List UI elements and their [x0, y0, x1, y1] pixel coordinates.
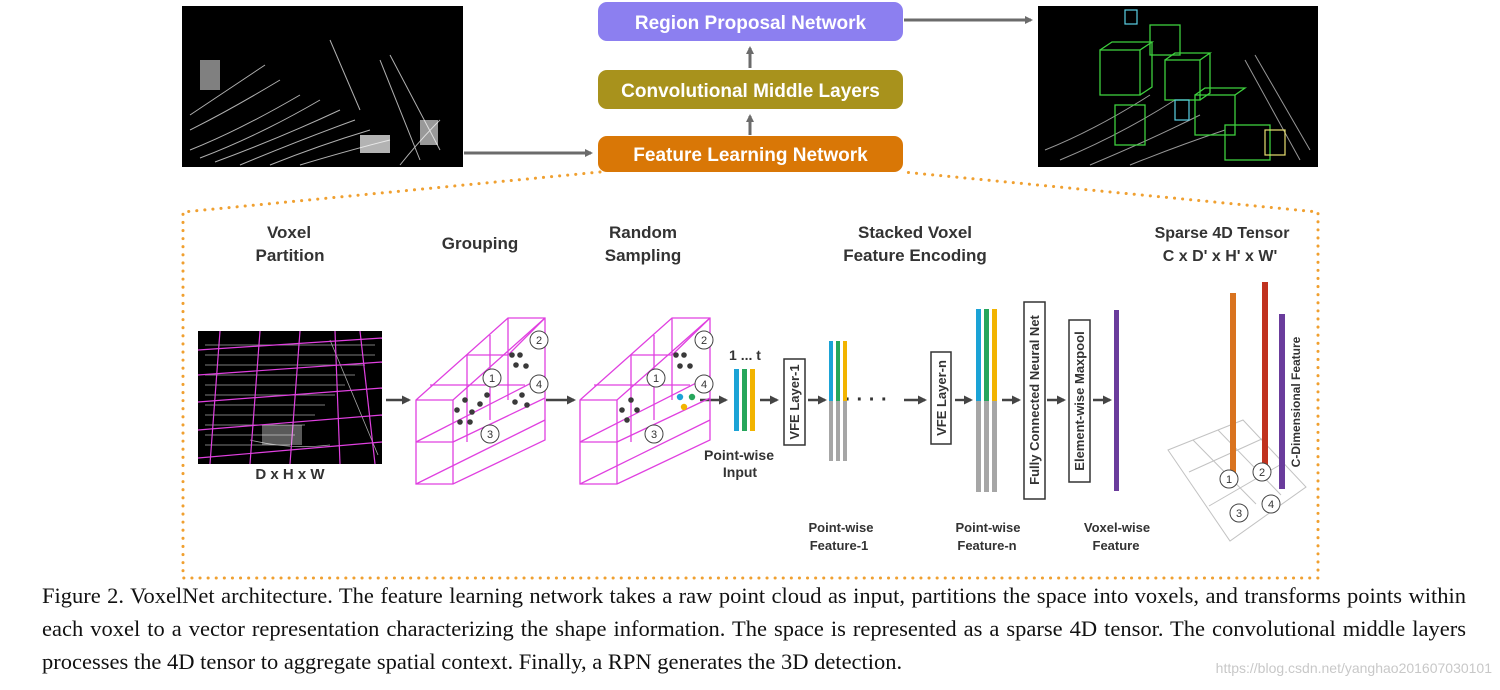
pointwise-feature-1-label-1: Point-wise: [808, 520, 873, 535]
output-detection-image: [1038, 6, 1318, 167]
input-point-cloud-image: [182, 6, 463, 167]
pointwise-feature-n-label-2: Feature-n: [957, 538, 1016, 553]
ellipsis: · · · ·: [844, 389, 887, 411]
figure-caption: Figure 2. VoxelNet architecture. The fea…: [42, 583, 1466, 674]
stage-headers: Voxel Partition Grouping Random Sampling…: [256, 223, 1290, 265]
fcn-label: Fully Connected Neural Net: [1027, 314, 1042, 484]
cml-box: Convolutional Middle Layers: [598, 70, 903, 109]
sampling-voxel-grid: 2 1 4 3: [579, 317, 714, 485]
sampling-num-3: 3: [651, 429, 657, 441]
vfe-layer-1-box: VFE Layer-1: [783, 358, 806, 446]
grouping-num-2: 2: [536, 335, 542, 347]
pointwise-feature-1-label-2: Feature-1: [810, 538, 869, 553]
pointwise-input-label-2: Input: [723, 464, 758, 480]
fln-label: Feature Learning Network: [633, 145, 868, 166]
sparse-tensor-title-1: Sparse 4D Tensor: [1155, 225, 1290, 242]
pointwise-input-label-1: Point-wise: [704, 447, 774, 463]
fln-box: Feature Learning Network: [598, 136, 903, 172]
tensor-num-3: 3: [1236, 508, 1242, 520]
pointwise-feature-n-bars: [976, 309, 997, 492]
svfe-title-2: Feature Encoding: [843, 246, 987, 265]
sampling-num-2: 2: [701, 335, 707, 347]
svfe-title-1: Stacked Voxel: [858, 223, 972, 242]
pointwise-feature-1-bars: [829, 341, 847, 461]
tensor-num-4: 4: [1268, 499, 1274, 511]
grouping-voxel-grid: 2 1 4 3: [415, 317, 549, 485]
rpn-label: Region Proposal Network: [635, 13, 867, 34]
grouping-num-1: 1: [489, 373, 495, 385]
vfe-layer-n-box: VFE Layer-n: [930, 351, 952, 445]
sampling-num-4: 4: [701, 379, 707, 391]
random-sampling-title-2: Sampling: [605, 246, 682, 265]
watermark: https://blog.csdn.net/yanghao20160703010…: [1215, 660, 1492, 676]
fcn-box: Fully Connected Neural Net: [1023, 301, 1046, 500]
rpn-box: Region Proposal Network: [598, 2, 903, 41]
one-to-t-label: 1 ... t: [729, 347, 761, 363]
voxel-partition-title-1: Voxel: [267, 223, 311, 242]
grouping-num-4: 4: [536, 379, 542, 391]
voxelwise-feature-label-1: Voxel-wise: [1084, 520, 1150, 535]
dims-label: D x H x W: [255, 466, 325, 483]
voxel-partition-image: D x H x W: [197, 330, 383, 483]
vfe-layer-n-label: VFE Layer-n: [934, 360, 949, 436]
grouping-num-3: 3: [487, 429, 493, 441]
sparse-tensor-title-2: C x D' x H' x W': [1163, 248, 1278, 265]
maxpool-label: Element-wise Maxpool: [1072, 331, 1087, 470]
fln-detail-frame: [181, 170, 1320, 580]
voxel-partition-title-2: Partition: [256, 246, 325, 265]
tensor-num-1: 1: [1226, 474, 1232, 486]
maxpool-box: Element-wise Maxpool: [1068, 319, 1091, 483]
random-sampling-title-1: Random: [609, 223, 677, 242]
sparse-tensor-grid: 1 2 4 3 C-Dimensional Feature: [1167, 282, 1307, 542]
tensor-num-2: 2: [1259, 467, 1265, 479]
pointwise-input-bars: [734, 369, 755, 431]
cml-label: Convolutional Middle Layers: [621, 81, 880, 102]
sampling-num-1: 1: [653, 373, 659, 385]
grouping-title: Grouping: [442, 234, 518, 253]
voxelwise-feature-bar: [1114, 310, 1119, 491]
c-dim-feature-label: C-Dimensional Feature: [1289, 336, 1303, 467]
vfe-layer-1-label: VFE Layer-1: [787, 364, 802, 439]
pointwise-feature-n-label-1: Point-wise: [955, 520, 1020, 535]
voxelwise-feature-label-2: Feature: [1093, 538, 1140, 553]
